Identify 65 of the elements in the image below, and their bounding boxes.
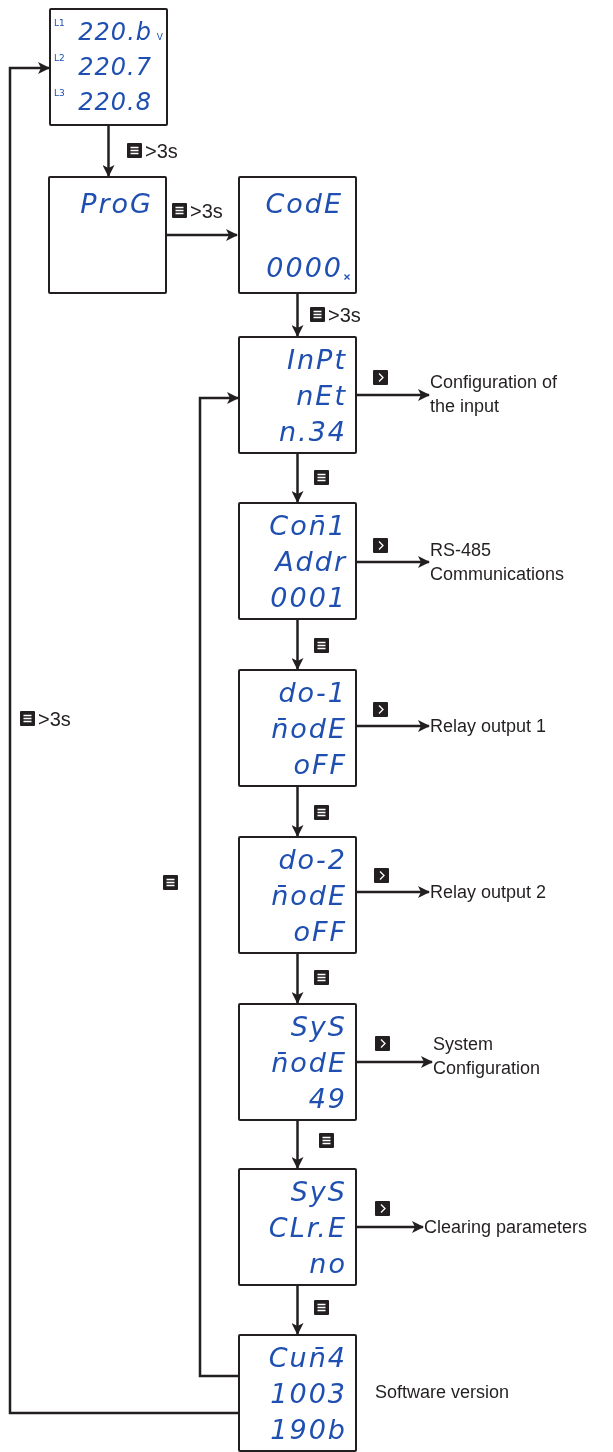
display-reading: oFF	[293, 749, 347, 781]
description-text: Clearing parameters	[424, 1215, 610, 1239]
display-screen	[49, 8, 168, 126]
arrow	[357, 886, 430, 898]
display-screen	[238, 1168, 357, 1286]
indicator-label: L2	[54, 53, 65, 63]
display-reading: Cun̄4	[268, 1342, 347, 1374]
display-screen	[238, 336, 357, 454]
display-reading: Addr	[275, 546, 347, 578]
display-reading: SyS	[290, 1176, 347, 1208]
indicator-label: L3	[54, 88, 65, 98]
display-reading: n̄odE	[271, 1047, 347, 1079]
display-screen	[238, 502, 357, 620]
display-reading: 190b	[270, 1414, 347, 1446]
display-reading: no	[309, 1248, 347, 1280]
arrow	[291, 294, 304, 337]
display-screen	[238, 1003, 357, 1121]
arrow	[357, 1056, 433, 1068]
arrow	[167, 229, 238, 241]
arrow	[102, 126, 115, 177]
display-reading: do-1	[278, 677, 347, 709]
node-label: Software version	[375, 1381, 510, 1404]
arrow	[357, 720, 430, 732]
display-screen	[238, 1334, 357, 1452]
arrow	[291, 1286, 304, 1335]
arrow	[291, 454, 304, 503]
display-reading: CodE	[265, 188, 343, 220]
display-reading: 0000	[266, 252, 343, 284]
display-reading: 220.b	[78, 17, 152, 48]
display-reading: 0001	[270, 582, 347, 614]
arrow	[291, 954, 304, 1004]
display-reading: 49	[308, 1083, 347, 1115]
arrow	[357, 1221, 424, 1233]
display-screen	[238, 176, 357, 294]
description-text: RS-485 Communications	[430, 538, 600, 586]
display-reading: nEt	[296, 380, 347, 412]
indicator-label: V	[156, 32, 163, 42]
arrow	[357, 556, 430, 568]
display-reading: oFF	[293, 916, 347, 948]
display-reading: 1003	[270, 1378, 347, 1410]
arrow	[291, 1121, 304, 1169]
arrow	[8, 62, 238, 1415]
description-text: Relay output 2	[430, 880, 600, 904]
description-text: Configuration of the input	[430, 370, 580, 418]
arrow	[357, 389, 430, 401]
display-reading: Con̄1	[269, 510, 347, 542]
display-reading: InPt	[287, 344, 347, 376]
description-text: Relay output 1	[430, 714, 600, 738]
display-screen	[48, 176, 167, 294]
display-reading: n̄odE	[271, 880, 347, 912]
display-reading: CLr.E	[268, 1212, 347, 1244]
display-reading: SyS	[290, 1011, 347, 1043]
display-reading: 220.8	[78, 87, 152, 118]
arrow	[291, 787, 304, 837]
display-reading: ProG	[80, 188, 153, 220]
description-text: System Configuration	[433, 1032, 583, 1080]
display-screen	[238, 836, 357, 954]
display-reading: n̄odE	[271, 713, 347, 745]
display-reading: n.34	[278, 416, 347, 448]
indicator-label: L1	[54, 18, 65, 28]
display-screen	[238, 669, 357, 787]
arrow	[198, 392, 239, 1378]
arrow	[291, 620, 304, 670]
display-reading: do-2	[278, 844, 347, 876]
display-reading: 220.7	[78, 52, 152, 83]
